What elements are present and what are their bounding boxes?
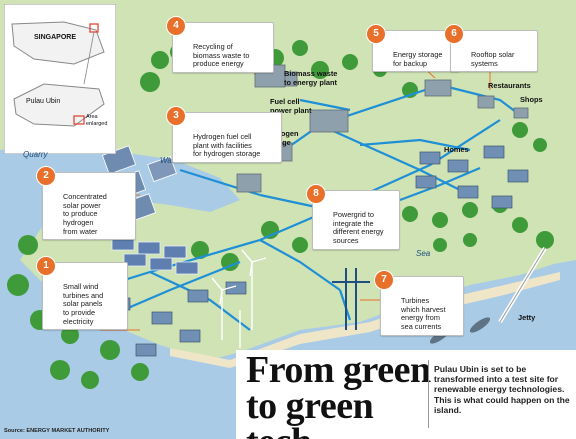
callout-2: 2 Concentrated solar power to produce hy…: [36, 166, 136, 241]
callout-8: 8 Powergrid to integrate the different e…: [306, 184, 400, 250]
source-credit: Source: ENERGY MARKET AUTHORITY: [4, 428, 110, 434]
callout-8-number: 8: [306, 184, 326, 204]
title-block: From green to green tech Pulau Ubin is s…: [236, 350, 576, 439]
homes-label: Homes: [444, 145, 469, 154]
locator-inset: SINGAPORE Pulau Ubin Area enlarged: [3, 3, 117, 155]
callout-1-number: 1: [36, 256, 56, 276]
callout-7-text: Turbines which harvest energy from sea c…: [401, 296, 446, 331]
callout-4-text: Recycling of biomass waste to produce en…: [193, 42, 250, 69]
callout-2-number: 2: [36, 166, 56, 186]
wind-turbines: [211, 249, 267, 348]
page-subtitle: Pulau Ubin is set to be transformed into…: [434, 364, 570, 415]
quarry-label: Quarry: [23, 150, 48, 159]
shops-label: Shops: [520, 95, 543, 104]
callout-6: 6 Rooftop solar systems: [444, 24, 538, 73]
page-title: From green to green tech: [246, 349, 431, 439]
callout-7: 7 Turbines which harvest energy from sea…: [374, 270, 464, 336]
callout-1-text: Small wind turbines and solar panels to …: [63, 282, 104, 326]
water-label: Water: [160, 156, 182, 165]
restaurants-label: Restaurants: [488, 81, 531, 90]
inset-singapore-label: SINGAPORE: [34, 34, 77, 41]
callout-7-number: 7: [374, 270, 394, 290]
callout-4: 4 Recycling of biomass waste to produce …: [166, 16, 274, 73]
callout-5-text: Energy storage for backup: [393, 50, 443, 68]
callout-8-text: Powergrid to integrate the different ene…: [333, 210, 384, 245]
solar-panel-field: [111, 237, 199, 275]
inset-island-label: Pulau Ubin: [26, 98, 61, 105]
callout-3-text: Hydrogen fuel cell plant with facilities…: [193, 132, 261, 159]
callout-5-number: 5: [366, 24, 386, 44]
callout-6-text: Rooftop solar systems: [471, 50, 515, 68]
title-divider: [428, 360, 429, 428]
callout-1: 1 Small wind turbines and solar panels t…: [36, 256, 128, 331]
houses: [109, 145, 529, 357]
inset-legend: Area enlarged: [86, 114, 108, 127]
sea-label: Sea: [416, 249, 431, 258]
callout-3-number: 3: [166, 106, 186, 126]
inset-map: [3, 3, 117, 155]
callout-2-text: Concentrated solar power to produce hydr…: [63, 192, 107, 236]
jetty-label: Jetty: [518, 313, 536, 322]
biomass-plant-label: Biomass waste to energy plant: [284, 69, 338, 87]
callout-4-number: 4: [166, 16, 186, 36]
callout-6-number: 6: [444, 24, 464, 44]
fuel-cell-plant-label: Fuel cell power plant: [270, 97, 312, 115]
callout-3: 3 Hydrogen fuel cell plant with faciliti…: [166, 106, 282, 163]
sea-turbines: [332, 268, 370, 330]
